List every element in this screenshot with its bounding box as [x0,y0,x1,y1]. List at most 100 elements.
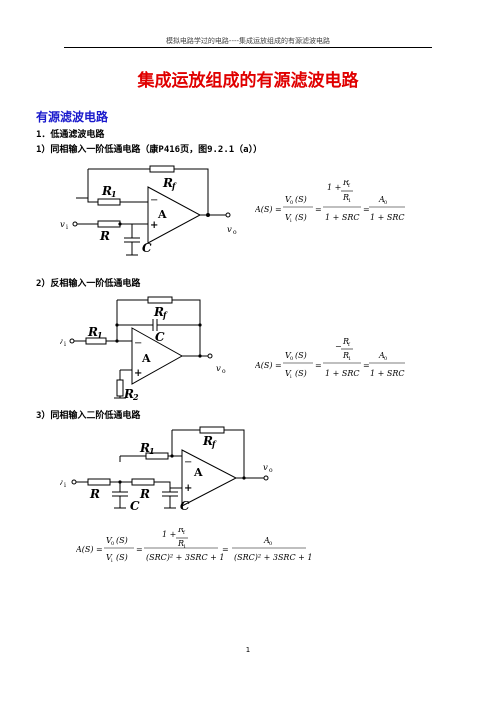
r1-resistor [97,198,121,206]
eq2-lhs: A(S) = [255,361,282,370]
opamp-label: A [193,466,203,479]
r-resistor [97,220,121,228]
rf-label: R [162,176,173,190]
c-label: C [142,241,152,255]
svg-text:(SRC)² + 3SRC + 1: (SRC)² + 3SRC + 1 [146,553,224,562]
r1-sub: 1 [149,446,155,456]
vi-sub: i [66,224,68,231]
r1-sub: 1 [97,330,103,340]
opamp-plus: + [150,220,158,231]
svg-text:V: V [106,553,113,562]
vo-sub: o [269,467,273,474]
svg-text:f: f [348,183,351,189]
svg-text:1 +: 1 + [162,530,176,539]
svg-text:0: 0 [269,541,272,547]
svg-text:V: V [285,213,292,222]
r-label-2: R [139,487,150,501]
svg-text:0: 0 [111,541,114,547]
circuit3-diagram: − + A R f R 1 R R C C v i v o [60,426,273,513]
svg-text:R: R [177,528,184,534]
svg-text:A: A [263,536,270,545]
svg-text:=: = [363,361,370,370]
opamp-triangle [147,186,202,244]
svg-text:V: V [285,195,292,204]
r-label-1: R [89,487,100,501]
c-label-2: C [180,499,190,513]
svg-text:R: R [342,351,349,360]
r2-label: R [123,387,134,401]
svg-text:V: V [106,536,113,545]
header-rule [64,47,432,48]
svg-text:i: i [290,374,292,380]
r-label: R [99,229,110,243]
rf-sub: f [211,439,217,449]
svg-text:1 + SRC: 1 + SRC [370,213,405,222]
vo-label: v [227,225,232,235]
vo-sub: o [233,229,237,236]
page-title: 集成运放组成的有源滤波电路 [137,71,359,91]
svg-text:f: f [183,530,186,536]
svg-text:1 + SRC: 1 + SRC [325,213,360,222]
opamp-triangle [181,449,238,507]
vo-sub: o [222,368,226,375]
svg-text:V: V [285,351,292,360]
circuit2-diagram: − + A R f C R 1 R 2 v i v o [60,296,226,402]
vo-label: v [216,364,221,374]
rf-sub: f [162,310,168,320]
circuit1-diagram: − + A R 1 R f R C v i v o [60,165,237,256]
opamp-plus: + [134,368,142,379]
lowpass-heading: 1．低通滤波电路 [36,130,105,140]
rf-sub: f [171,181,177,191]
r1-label: R [87,325,98,339]
svg-text:i: i [111,558,113,564]
c-label-1: C [130,499,140,513]
svg-text:=: = [363,205,370,214]
r-resistor-2 [131,478,155,486]
opamp-plus: + [184,483,192,494]
svg-text:0: 0 [290,200,293,206]
svg-text:1: 1 [183,544,186,550]
svg-text:A: A [378,195,385,204]
svg-text:(S): (S) [295,213,307,222]
svg-text:(S): (S) [116,536,128,545]
rf-resistor [147,296,173,304]
rf-label: R [202,434,213,448]
r-resistor-1 [87,478,111,486]
svg-text:0: 0 [290,356,293,362]
formula1: A(S) = V 0 (S) V i (S) = 1 + R f R 1 1 +… [255,180,405,224]
svg-text:=: = [315,361,322,370]
eq3-lhs: A(S) = [76,545,103,554]
circuit3-heading: 3）同相输入二阶低通电路 [36,411,141,421]
r1-label: R [101,184,112,198]
svg-text:=: = [315,205,322,214]
formula3: A(S) = V 0 (S) V i (S) = 1 + R f R 1 (SR… [76,528,312,564]
svg-text:R: R [342,180,349,187]
rf-label: R [153,305,164,319]
opamp-minus: − [150,195,158,206]
svg-text:1: 1 [348,356,351,362]
svg-text:0: 0 [384,200,387,206]
svg-text:0: 0 [384,356,387,362]
svg-text:=: = [222,545,229,554]
svg-text:V: V [285,369,292,378]
vi-sub: i [64,341,66,348]
circuit1-heading: 1）同相输入一阶低通电路（康P416页，图9.2.1（a）） [36,145,263,155]
vi-sub: i [64,482,66,489]
svg-text:(S): (S) [295,351,307,360]
opamp-label: A [141,352,151,365]
svg-text:1 + SRC: 1 + SRC [325,369,360,378]
c-label: C [155,330,165,344]
svg-text:R: R [177,539,184,548]
r2-resistor [116,379,124,397]
opamp-minus: − [184,457,192,468]
vo-label: v [263,463,268,473]
svg-text:1 + SRC: 1 + SRC [370,369,405,378]
vi-label: v [60,220,65,230]
opamp-triangle [131,327,184,385]
page-number: 1 [245,646,251,654]
svg-text:R: R [342,337,349,346]
svg-text:(S): (S) [295,195,307,204]
rf-resistor [199,426,225,434]
svg-text:(SRC)² + 3SRC + 1: (SRC)² + 3SRC + 1 [234,553,312,562]
svg-text:f: f [348,342,351,348]
